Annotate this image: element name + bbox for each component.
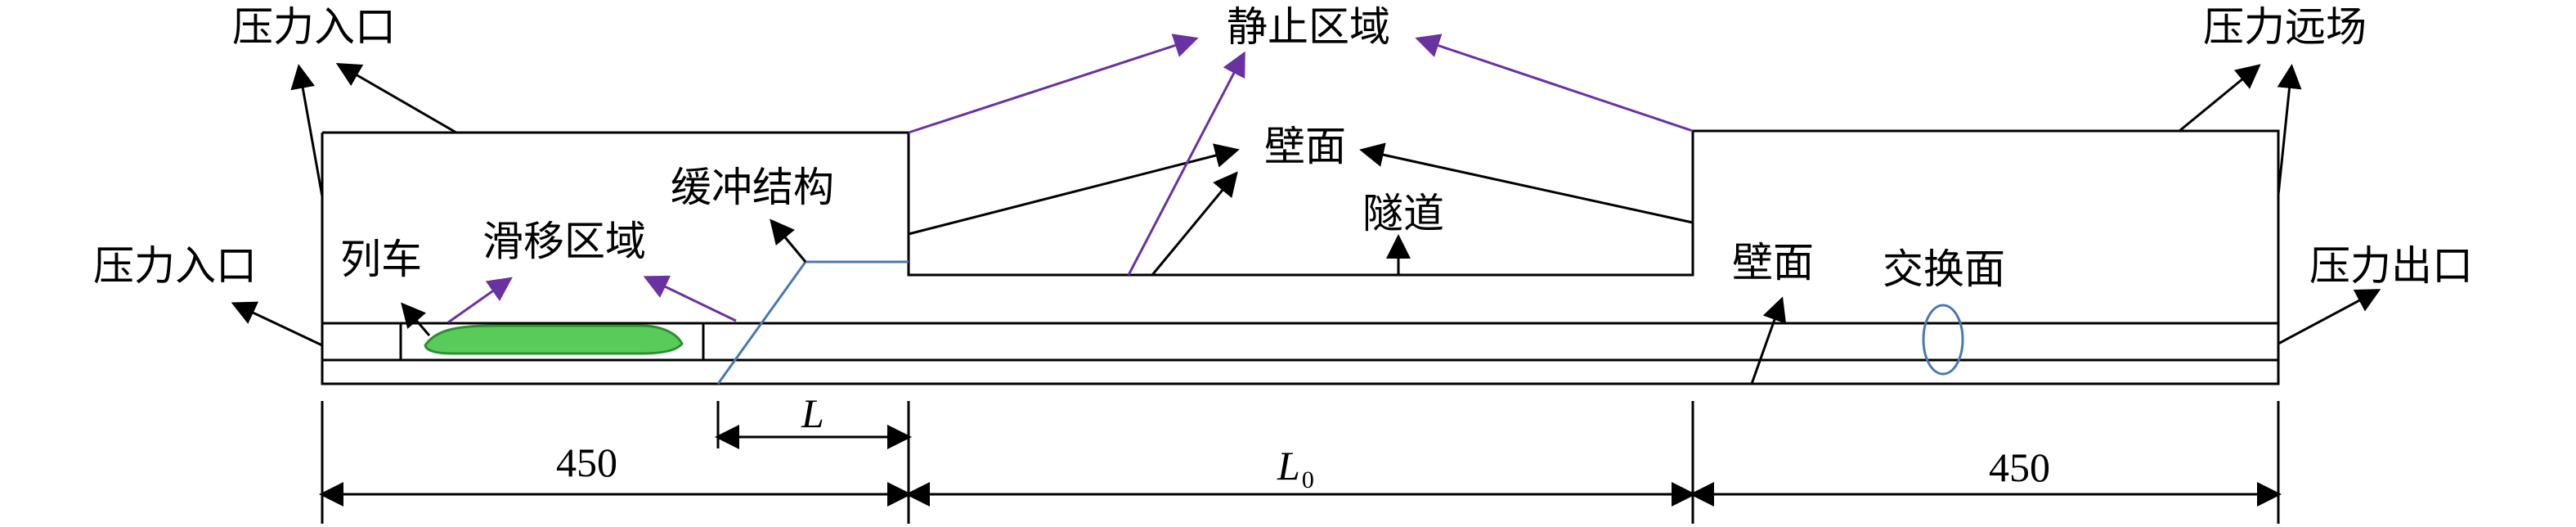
static-zone-middle-arrow	[1127, 51, 1245, 276]
interface-label: 交换面	[1883, 245, 2005, 293]
static-zone-label: 静止区域	[1227, 3, 1390, 51]
wall-top-arrow-from-right	[1359, 142, 1694, 224]
pressure-outlet-arrow	[2278, 289, 2381, 345]
buffer-length-dimension-label: L	[801, 390, 824, 436]
pressure-farfield-right-arrow	[2277, 64, 2302, 196]
wall-right-arrow	[1750, 296, 1787, 385]
pressure-inlet-left-arrow	[231, 301, 323, 347]
static-zone-right-arrow	[1415, 34, 1694, 133]
tunnel-length-dimension-label: L0	[1277, 445, 1314, 493]
pressure-inlet-top-left-arrow	[290, 64, 324, 197]
train-shape	[424, 324, 684, 355]
buffer-pointer-diagonal	[716, 261, 807, 385]
pressure-inlet-top-arrow	[335, 62, 457, 134]
sliding-zone-right-arrow	[643, 275, 737, 322]
tunnel-length-subscript: 0	[1301, 466, 1314, 493]
sliding-zone-left-arrow	[447, 277, 513, 324]
wall-top-arrow-from-tunnel	[1151, 171, 1238, 276]
buffer-structure-label: 缓冲结构	[671, 164, 834, 211]
pressure-inlet-left-label: 压力入口	[93, 242, 257, 290]
wall-right-label: 壁面	[1732, 239, 1814, 286]
pressure-farfield-label: 压力远场	[2203, 3, 2367, 51]
tunnel-label: 隧道	[1362, 190, 1444, 237]
tunnel-length-main: L	[1277, 443, 1300, 489]
static-zone-left-arrow	[908, 34, 1199, 134]
wall-top-arrow-from-buffer	[908, 143, 1240, 236]
left-450-dimension-label: 450	[556, 439, 617, 485]
pressure-outlet-label: 压力出口	[2309, 242, 2473, 290]
interface-ellipse	[1922, 304, 1964, 376]
wall-top-label: 壁面	[1264, 123, 1346, 170]
pressure-inlet-top-label: 压力入口	[232, 3, 396, 51]
train-label: 列车	[340, 236, 422, 283]
train-arrow	[401, 302, 431, 336]
sliding-zone-label: 滑移区域	[482, 218, 646, 265]
right-450-dimension-label: 450	[1989, 444, 2050, 490]
pressure-farfield-arrow	[2179, 64, 2261, 133]
buffer-structure-arrow	[770, 218, 807, 263]
